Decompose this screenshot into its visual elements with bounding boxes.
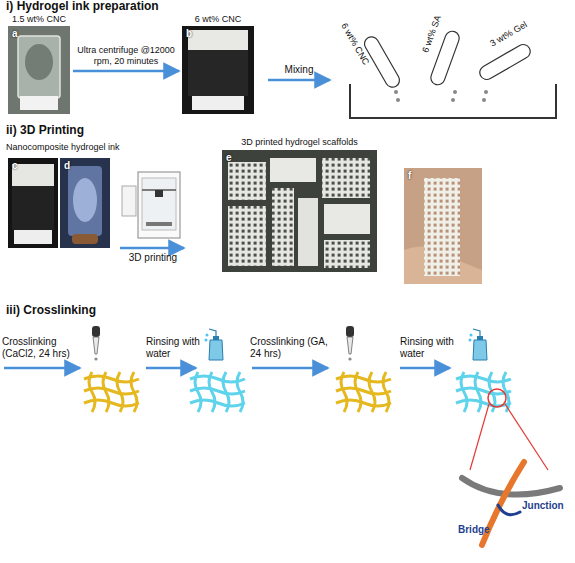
step-label: Crosslinking (CaCl2, 24 hrs) — [2, 336, 84, 360]
step-label: 3D printing — [118, 252, 188, 264]
scaffold-photo-e — [222, 150, 377, 272]
tube-label: 6 wt% SA — [419, 14, 444, 55]
zoom-label: Bridge — [458, 524, 490, 536]
panel-letter: f — [404, 168, 482, 182]
process-arrow — [73, 70, 179, 73]
photo-panel: f — [404, 168, 482, 284]
panel-letter: d — [60, 158, 110, 172]
panel-heading: 1.5 wt% CNC — [8, 12, 70, 26]
section-heading: ii) 3D Printing — [6, 124, 84, 136]
section-heading: iii) Crosslinking — [6, 304, 96, 316]
arrow-label: Ultra centrifuge @12000 rpm, 20 minutes — [73, 45, 179, 67]
vial-photo-d — [60, 158, 110, 248]
photo-caption: 3D printed hydrogel scaffolds — [222, 136, 377, 148]
mixing-tubes — [350, 29, 556, 118]
3d-printer — [122, 172, 180, 238]
photo-caption: Nanocomposite hydrogel ink — [6, 141, 120, 153]
photo-panel: d — [60, 158, 110, 248]
process-arrow — [120, 247, 184, 250]
panel-letter: b — [182, 26, 254, 40]
zoom-label: Junction — [522, 500, 564, 512]
panel-letter: a — [8, 26, 70, 40]
step-label: Rinsing with water — [146, 336, 204, 360]
panel-letter: c — [8, 158, 58, 172]
crosslinking-flow — [4, 326, 548, 470]
vial-photo-b — [182, 26, 254, 114]
vial-photo-a — [8, 26, 70, 114]
step-label: Crosslinking (GA, 24 hrs) — [250, 336, 332, 360]
photo-panel: 1.5 wt% CNCa — [8, 12, 70, 114]
photo-panel: 6 wt% CNCb — [182, 12, 254, 114]
scaffold-photo-f — [404, 168, 482, 284]
panel-heading: 6 wt% CNC — [182, 12, 254, 26]
vial-photo-c — [8, 158, 58, 248]
photo-panel: e — [222, 150, 377, 272]
step-label: Rinsing with water — [400, 336, 458, 360]
step-label: Mixing — [268, 64, 330, 76]
panel-letter: e — [222, 150, 377, 164]
process-arrow — [268, 79, 330, 82]
photo-panel: c — [8, 158, 58, 248]
section-heading: i) Hydrogel ink preparation — [6, 0, 159, 12]
